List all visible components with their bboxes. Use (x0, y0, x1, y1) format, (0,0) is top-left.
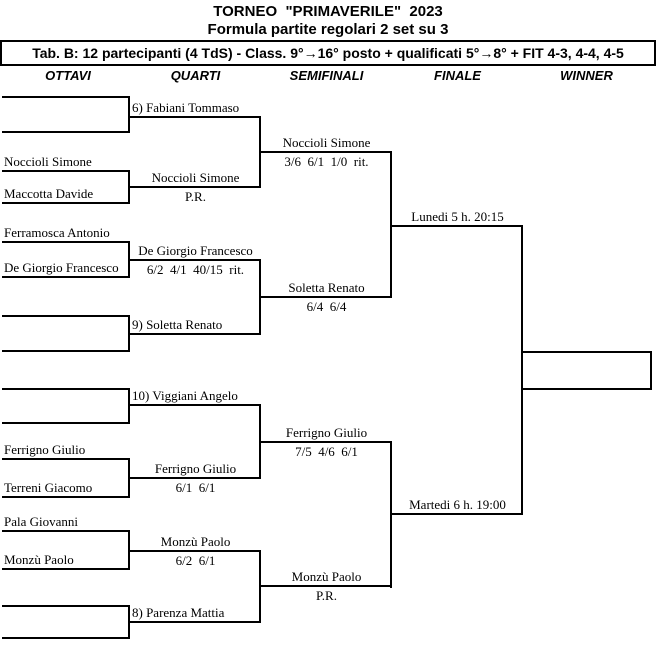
player-name: Maccotta Davide (4, 186, 94, 201)
player-name: Ferramosca Antonio (4, 225, 110, 240)
bracket-line (2, 241, 130, 243)
match-score: 6/4 6/4 (306, 299, 347, 314)
bracket-line (130, 621, 261, 623)
schedule-label: Lunedi 5 h. 20:15 (411, 209, 504, 224)
bracket-line (2, 605, 130, 607)
match-winner-name: Ferrigno Giulio (285, 425, 368, 440)
seeded-player-name: 8) Parenza Mattia (132, 605, 225, 620)
match-winner-name: Soletta Renato (288, 280, 365, 295)
bracket-line (261, 441, 392, 443)
match-winner-name: Monzù Paolo (291, 569, 362, 584)
bracket-line (128, 241, 130, 278)
bracket-line (128, 458, 130, 498)
match-score: 6/2 4/1 40/15 rit. (146, 262, 245, 277)
bracket-line (2, 422, 130, 424)
match-score: P.R. (316, 588, 337, 603)
bracket-line (130, 333, 261, 335)
bracket-line (259, 259, 261, 335)
player-name: De Giorgio Francesco (4, 260, 119, 275)
seeded-player-name: 9) Soletta Renato (132, 317, 223, 332)
bracket-line (128, 605, 130, 639)
bracket-line (259, 550, 261, 623)
bracket-line (2, 458, 130, 460)
bracket-line (128, 170, 130, 204)
bracket-line (130, 477, 261, 479)
bracket-line (390, 151, 392, 298)
bracket-line (128, 388, 130, 424)
match-score: 7/5 4/6 6/1 (295, 444, 358, 459)
bracket-line (261, 151, 392, 153)
info-bar-text: Tab. B: 12 partecipanti (4 TdS) - Class.… (32, 45, 624, 61)
match-score: 6/2 6/1 (175, 553, 216, 568)
player-name: Monzù Paolo (4, 552, 74, 567)
match-score: 6/1 6/1 (175, 480, 216, 495)
match-score: P.R. (185, 189, 206, 204)
bracket-line (128, 315, 130, 352)
bracket-line (128, 530, 130, 570)
bracket-line (2, 530, 130, 532)
column-header-ottavi: OTTAVI (45, 68, 91, 83)
match-winner-name: Monzù Paolo (160, 534, 231, 549)
info-bar: Tab. B: 12 partecipanti (4 TdS) - Class.… (0, 40, 656, 66)
column-header-quarti: QUARTI (170, 68, 221, 83)
bracket-line (130, 259, 261, 261)
bracket-line (2, 96, 130, 98)
match-winner-name: De Giorgio Francesco (138, 243, 253, 258)
bracket-line (2, 131, 130, 133)
bracket-line (259, 404, 261, 479)
player-name: Ferrigno Giulio (4, 442, 86, 457)
schedule-label: Martedi 6 h. 19:00 (409, 497, 506, 512)
tournament-title: TORNEO "PRIMAVERILE" 2023 (213, 3, 443, 20)
bracket-line (130, 116, 261, 118)
match-winner-name: Ferrigno Giulio (154, 461, 237, 476)
bracket-line (2, 202, 130, 204)
bracket-line (392, 225, 523, 227)
match-score: 3/6 6/1 1/0 rit. (284, 154, 369, 169)
bracket-line (2, 350, 130, 352)
bracket-line (392, 513, 523, 515)
player-name: Pala Giovanni (4, 514, 79, 529)
bracket-line (130, 186, 261, 188)
bracket-line (2, 637, 130, 639)
bracket-line (2, 496, 130, 498)
bracket-line (2, 315, 130, 317)
bracket-line (128, 96, 130, 133)
seeded-player-name: 6) Fabiani Tommaso (132, 100, 240, 115)
bracket-line (130, 404, 261, 406)
column-header-winner: WINNER (560, 68, 613, 83)
seeded-player-name: 10) Viggiani Angelo (132, 388, 238, 403)
bracket-line (130, 550, 261, 552)
column-header-finale: FINALE (434, 68, 481, 83)
bracket-line (261, 585, 392, 587)
bracket-line (259, 116, 261, 188)
column-header-semifinali: SEMIFINALI (289, 68, 364, 83)
tournament-subtitle: Formula partite regolari 2 set su 3 (207, 21, 449, 38)
match-winner-name: Noccioli Simone (151, 170, 240, 185)
bracket-line (2, 568, 130, 570)
player-name: Terreni Giacomo (4, 480, 93, 495)
bracket-line (2, 388, 130, 390)
bracket-line (2, 276, 130, 278)
bracket-line (2, 170, 130, 172)
match-winner-name: Noccioli Simone (282, 135, 371, 150)
bracket-line (390, 441, 392, 588)
winner-box (521, 351, 652, 390)
player-name: Noccioli Simone (4, 154, 92, 169)
bracket-line (261, 296, 392, 298)
